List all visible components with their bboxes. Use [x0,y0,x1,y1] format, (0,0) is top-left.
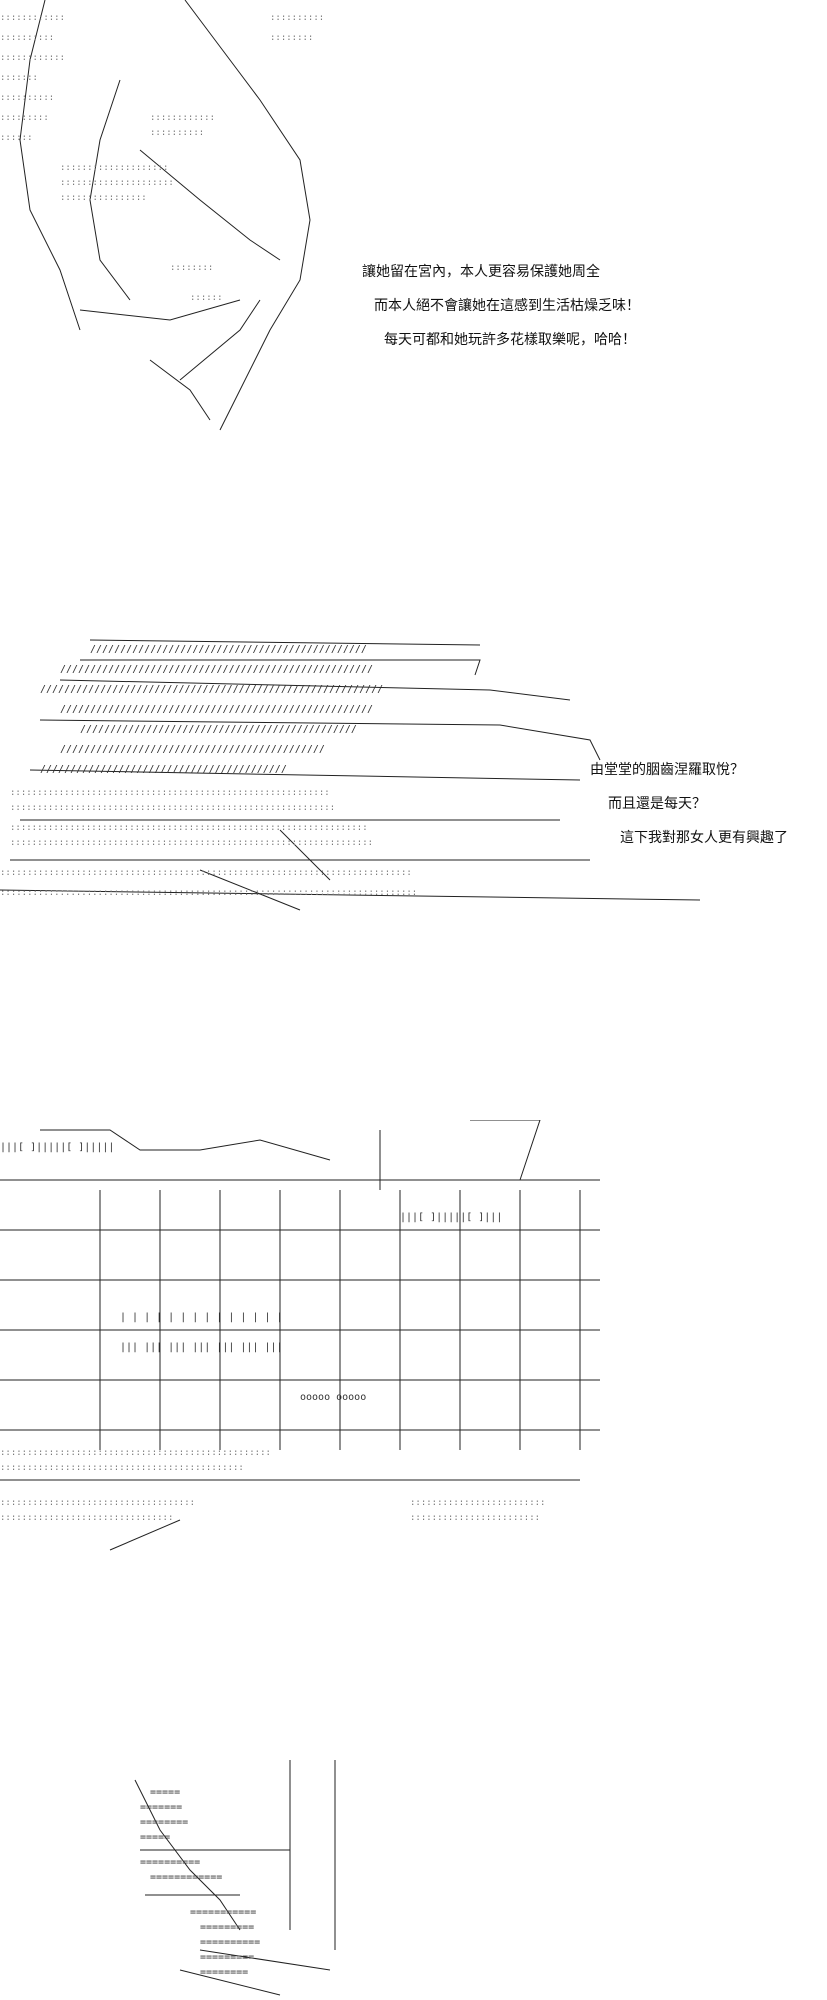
svg-text:|||[ ]|||||[ ]|||: |||[ ]|||||[ ]||| [400,1212,502,1223]
svg-text://////////////////////////////: ////////////////////////////////////////… [40,764,287,775]
panel-1: :::::::::::: :::::::::: :::::::::::: :::… [0,0,827,440]
svg-text:=========: ========= [200,1922,254,1933]
svg-text:=====: ===== [140,1832,170,1843]
svg-text::::::::::::::::::::::: ::::::::::::::::::::: [60,178,174,188]
svg-text:=========: ========= [200,1952,254,1963]
dialogue-line: 每天可都和她玩許多花樣取樂呢，哈哈！ [384,332,636,348]
svg-text:::::::::::: :::::::::: [150,128,204,138]
svg-text:::::::::: :::::::: [270,33,313,43]
svg-text:::::::::::::::::::::::::::::::: ::::::::::::::::::::::::::::::::::::::::… [10,803,335,813]
ascii-art-figure-1: :::::::::::: :::::::::: :::::::::::: :::… [0,0,340,440]
svg-text:========: ======== [200,1967,248,1978]
svg-text:::::::::::: :::::::::: [0,93,54,103]
svg-text:::::::::::: :::::::::: [270,13,324,23]
svg-text:::::::::::::: :::::::::::: [150,113,215,123]
svg-text:::::::::::::: :::::::::::: [0,13,65,23]
svg-text:||| ||| ||| ||| ||| ||| |||: ||| ||| ||| ||| ||| ||| ||| [120,1342,283,1353]
svg-text:=======: ======= [140,1802,182,1813]
svg-text::::::::: ::::::: [0,73,38,83]
svg-text:::::::: :::::: [0,133,33,143]
svg-text:::::::::::::::::::::::::: :::::::::::::::::::::::: [410,1513,540,1523]
svg-text:| | | | | | | | | | | | | |: | | | | | | | | | | | | | | [120,1312,283,1323]
svg-text:::::::::::::::::::::::::::::::: :::::::::::::::::::::::::::::::::::: [0,1498,195,1508]
svg-text:=====: ===== [150,1787,180,1798]
svg-text:::::::::: :::::::: [170,263,213,273]
svg-text:::::::::::::::::::::::::::::::: ::::::::::::::::::::::::::::::::::::::::… [0,868,412,878]
svg-text:::::::::::::::::::::: :::::::::::::::::::: [60,163,168,173]
svg-text:============: ============ [150,1872,222,1883]
ascii-art-cityscape: |||[ ]|||||[ ]||||| |||[ ]|||||[ ]||| | … [0,1120,827,1590]
svg-text:::::::: :::::: [190,293,223,303]
svg-text:::::::::::::: :::::::::::: [0,53,65,63]
ascii-art-banner: ////////////////////////////////////////… [0,630,827,950]
svg-text:::::::::::::::::::::::::::::::: ::::::::::::::::::::::::::::::::::::::::… [0,1448,271,1458]
svg-text::::::::::::::::::::::::::: ::::::::::::::::::::::::: [410,1498,545,1508]
svg-text:::::::::::::::::::::::::::::::: :::::::::::::::::::::::::::::::: [0,1513,173,1523]
svg-text:::::::::::::::::::::::::::::::: ::::::::::::::::::::::::::::::::::::::::… [10,788,330,798]
svg-text:===========: =========== [190,1907,256,1918]
dialogue-panel-1: 讓她留在宮內，本人更容易保護她周全 而本人絕不會讓她在這感到生活枯燥乏味！ 每天… [362,262,640,364]
dialogue-panel-2: 由堂堂的胭齒涅羅取悅？ 而且還是每天？ 這下我對那女人更有興趣了 [590,760,788,862]
dialogue-line: 這下我對那女人更有興趣了 [620,830,788,846]
svg-text://////////////////////////////: ////////////////////////////////////////… [90,644,367,655]
svg-text://////////////////////////////: ////////////////////////////////////////… [60,704,373,715]
panel-4: ===== ======= ======== ===== ========== … [0,1760,827,2000]
svg-text://////////////////////////////: ////////////////////////////////////////… [60,744,325,755]
svg-text://////////////////////////////: ////////////////////////////////////////… [60,664,373,675]
svg-text:==========: ========== [140,1857,200,1868]
svg-text:::::::::::::::::: :::::::::::::::: [60,193,147,203]
svg-text:|||[ ]|||||[ ]|||||: |||[ ]|||||[ ]||||| [0,1142,114,1153]
svg-text:::::::::::::::::::::::::::::::: ::::::::::::::::::::::::::::::::::::::::… [0,1463,244,1473]
dialogue-line: 讓她留在宮內，本人更容易保護她周全 [362,264,600,280]
svg-text://////////////////////////////: ////////////////////////////////////////… [80,724,357,735]
svg-text:::::::::::::::::::::::::::::::: ::::::::::::::::::::::::::::::::::::::::… [10,823,368,833]
dialogue-line: 由堂堂的胭齒涅羅取悅？ [590,762,744,778]
svg-text:::::::::::::::::::::::::::::::: ::::::::::::::::::::::::::::::::::::::::… [10,838,373,848]
panel-2: ////////////////////////////////////////… [0,630,827,950]
svg-text:==========: ========== [200,1937,260,1948]
ascii-art-figure-2: ===== ======= ======== ===== ========== … [0,1760,400,2000]
svg-text:========: ======== [140,1817,188,1828]
dialogue-line: 而且還是每天？ [608,796,706,812]
svg-text:::::::::::: :::::::::: [0,33,54,43]
svg-text://////////////////////////////: ////////////////////////////////////////… [40,684,383,695]
panel-3: |||[ ]|||||[ ]||||| |||[ ]|||||[ ]||| | … [0,1120,827,1590]
svg-text:::::::::::::::::::::::::::::::: ::::::::::::::::::::::::::::::::::::::::… [0,888,417,898]
dialogue-line: 而本人絕不會讓她在這感到生活枯燥乏味！ [374,298,640,314]
svg-text:ooooo ooooo: ooooo ooooo [300,1392,366,1403]
svg-text::::::::::: ::::::::: [0,113,49,123]
